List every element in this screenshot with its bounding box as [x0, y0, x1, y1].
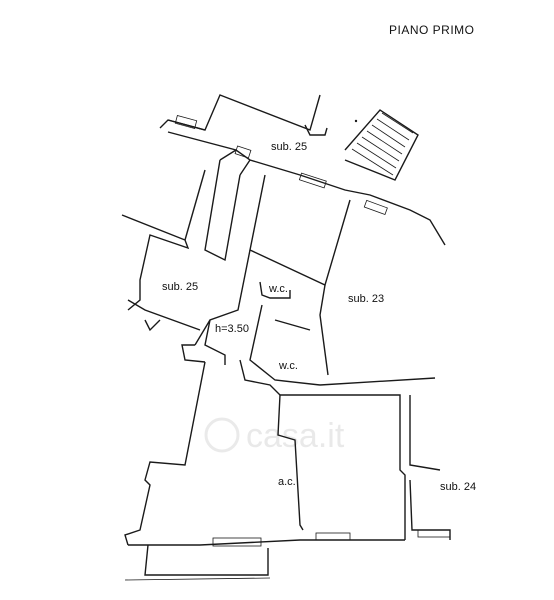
- label-sub24: sub. 24: [440, 481, 476, 493]
- label-sub25-top: sub. 25: [271, 141, 307, 153]
- staircase: [344, 109, 419, 181]
- label-wc-upper: w.c.: [268, 283, 288, 295]
- left-wing: [121, 149, 251, 332]
- watermark: casa.it: [204, 417, 345, 455]
- balcony: [124, 544, 271, 581]
- label-ac: a.c.: [278, 476, 296, 488]
- top-corridor: [159, 94, 446, 246]
- middle-rooms: [181, 174, 351, 396]
- label-sub23: sub. 23: [348, 293, 384, 305]
- label-sub25-left: sub. 25: [162, 281, 198, 293]
- label-height: h=3.50: [215, 323, 249, 335]
- plan-title: PIANO PRIMO: [389, 23, 475, 37]
- label-wc-lower: w.c.: [278, 360, 298, 372]
- lower-room: [124, 361, 451, 547]
